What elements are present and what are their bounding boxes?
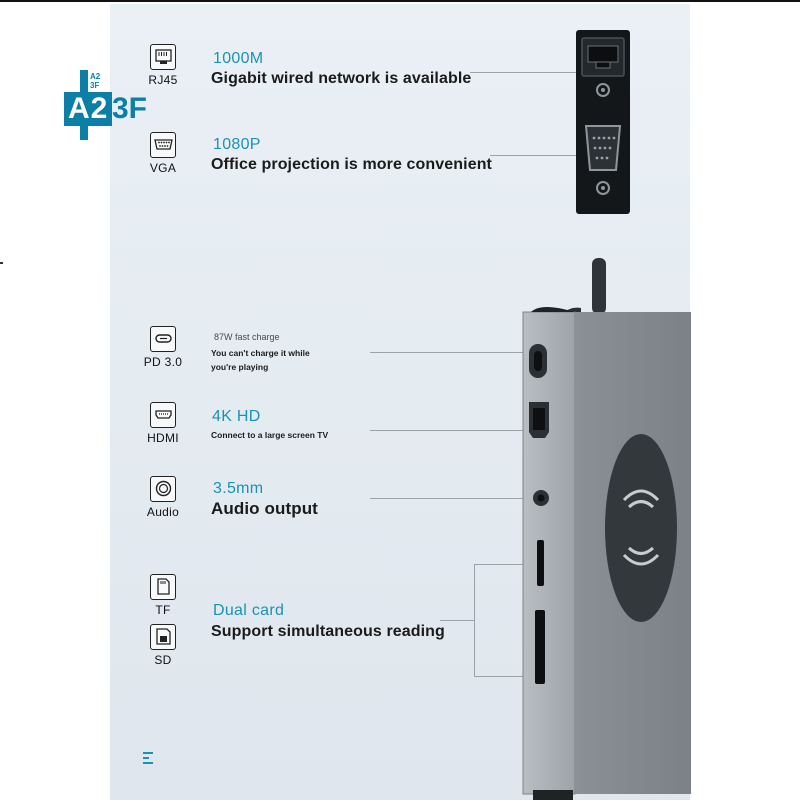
- vga-headline: 1080P: [213, 136, 261, 153]
- ethernet-port-icon: [150, 44, 176, 70]
- vga-description: Office projection is more convenient: [211, 156, 492, 173]
- footer-menu-icon: [143, 752, 157, 766]
- hdmi-leader-line: [370, 430, 530, 431]
- hdmi-description: Connect to a large screen TV: [211, 430, 329, 440]
- audio-leader-line: [370, 498, 535, 499]
- tf-port-item: TF: [133, 574, 193, 617]
- hdmi-port-item: HDMI: [133, 402, 193, 445]
- rj45-label: RJ45: [148, 73, 178, 87]
- sd-port-item: SD: [133, 624, 193, 667]
- top-border: [0, 0, 800, 2]
- card-bracket-bottom: [474, 676, 534, 677]
- edge-tick: [0, 262, 3, 264]
- product-panel: RJ45 1000M Gigabit wired network is avai…: [110, 4, 691, 800]
- sd-card-icon: [150, 624, 176, 650]
- audio-description: Audio output: [211, 499, 318, 518]
- pd-port-item: PD 3.0: [133, 326, 193, 369]
- tf-card-icon: [150, 574, 176, 600]
- card-description: Support simultaneous reading: [211, 623, 445, 640]
- pd-headline: 87W fast charge: [214, 332, 280, 342]
- pd-label: PD 3.0: [143, 355, 183, 369]
- vga-leader-line: [490, 155, 580, 156]
- tf-label: TF: [155, 603, 171, 617]
- pd-description-line1: You can't charge it while: [211, 348, 310, 358]
- card-leader-line: [440, 620, 474, 621]
- card-headline: Dual card: [213, 602, 285, 619]
- usb-c-port-icon: [150, 326, 176, 352]
- logo-big-left: A2: [64, 92, 113, 126]
- rj45-description: Gigabit wired network is available: [211, 70, 472, 87]
- pd-leader-line: [370, 352, 530, 353]
- hdmi-port-icon: [150, 402, 176, 428]
- logo-small-text: A2 3F: [90, 72, 100, 90]
- usb-hub-device: [522, 307, 691, 800]
- vga-port-icon: [150, 132, 176, 158]
- audio-headline: 3.5mm: [213, 480, 264, 497]
- ethernet-vga-device-end: [576, 30, 630, 214]
- rj45-headline: 1000M: [213, 50, 264, 67]
- device-cable: [592, 258, 606, 314]
- vga-port-item: VGA: [133, 132, 193, 175]
- card-bracket-line: [474, 564, 475, 676]
- rj45-port-item: RJ45: [133, 44, 193, 87]
- hdmi-headline: 4K HD: [212, 408, 261, 425]
- audio-jack-icon: [150, 476, 176, 502]
- logo-small-bottom: 3F: [90, 81, 100, 90]
- hdmi-label: HDMI: [147, 431, 179, 445]
- audio-label: Audio: [146, 505, 180, 519]
- rj45-leader-line: [470, 72, 580, 73]
- card-bracket-top: [474, 564, 534, 565]
- pd-description-line2: you're playing: [211, 362, 269, 372]
- sd-label: SD: [154, 653, 172, 667]
- vga-label: VGA: [149, 161, 177, 175]
- logo-big-right: 3F: [112, 92, 148, 125]
- audio-port-item: Audio: [133, 476, 193, 519]
- brand-logo: A2 3F A2 3F: [62, 70, 152, 140]
- logo-small-top: A2: [90, 72, 101, 81]
